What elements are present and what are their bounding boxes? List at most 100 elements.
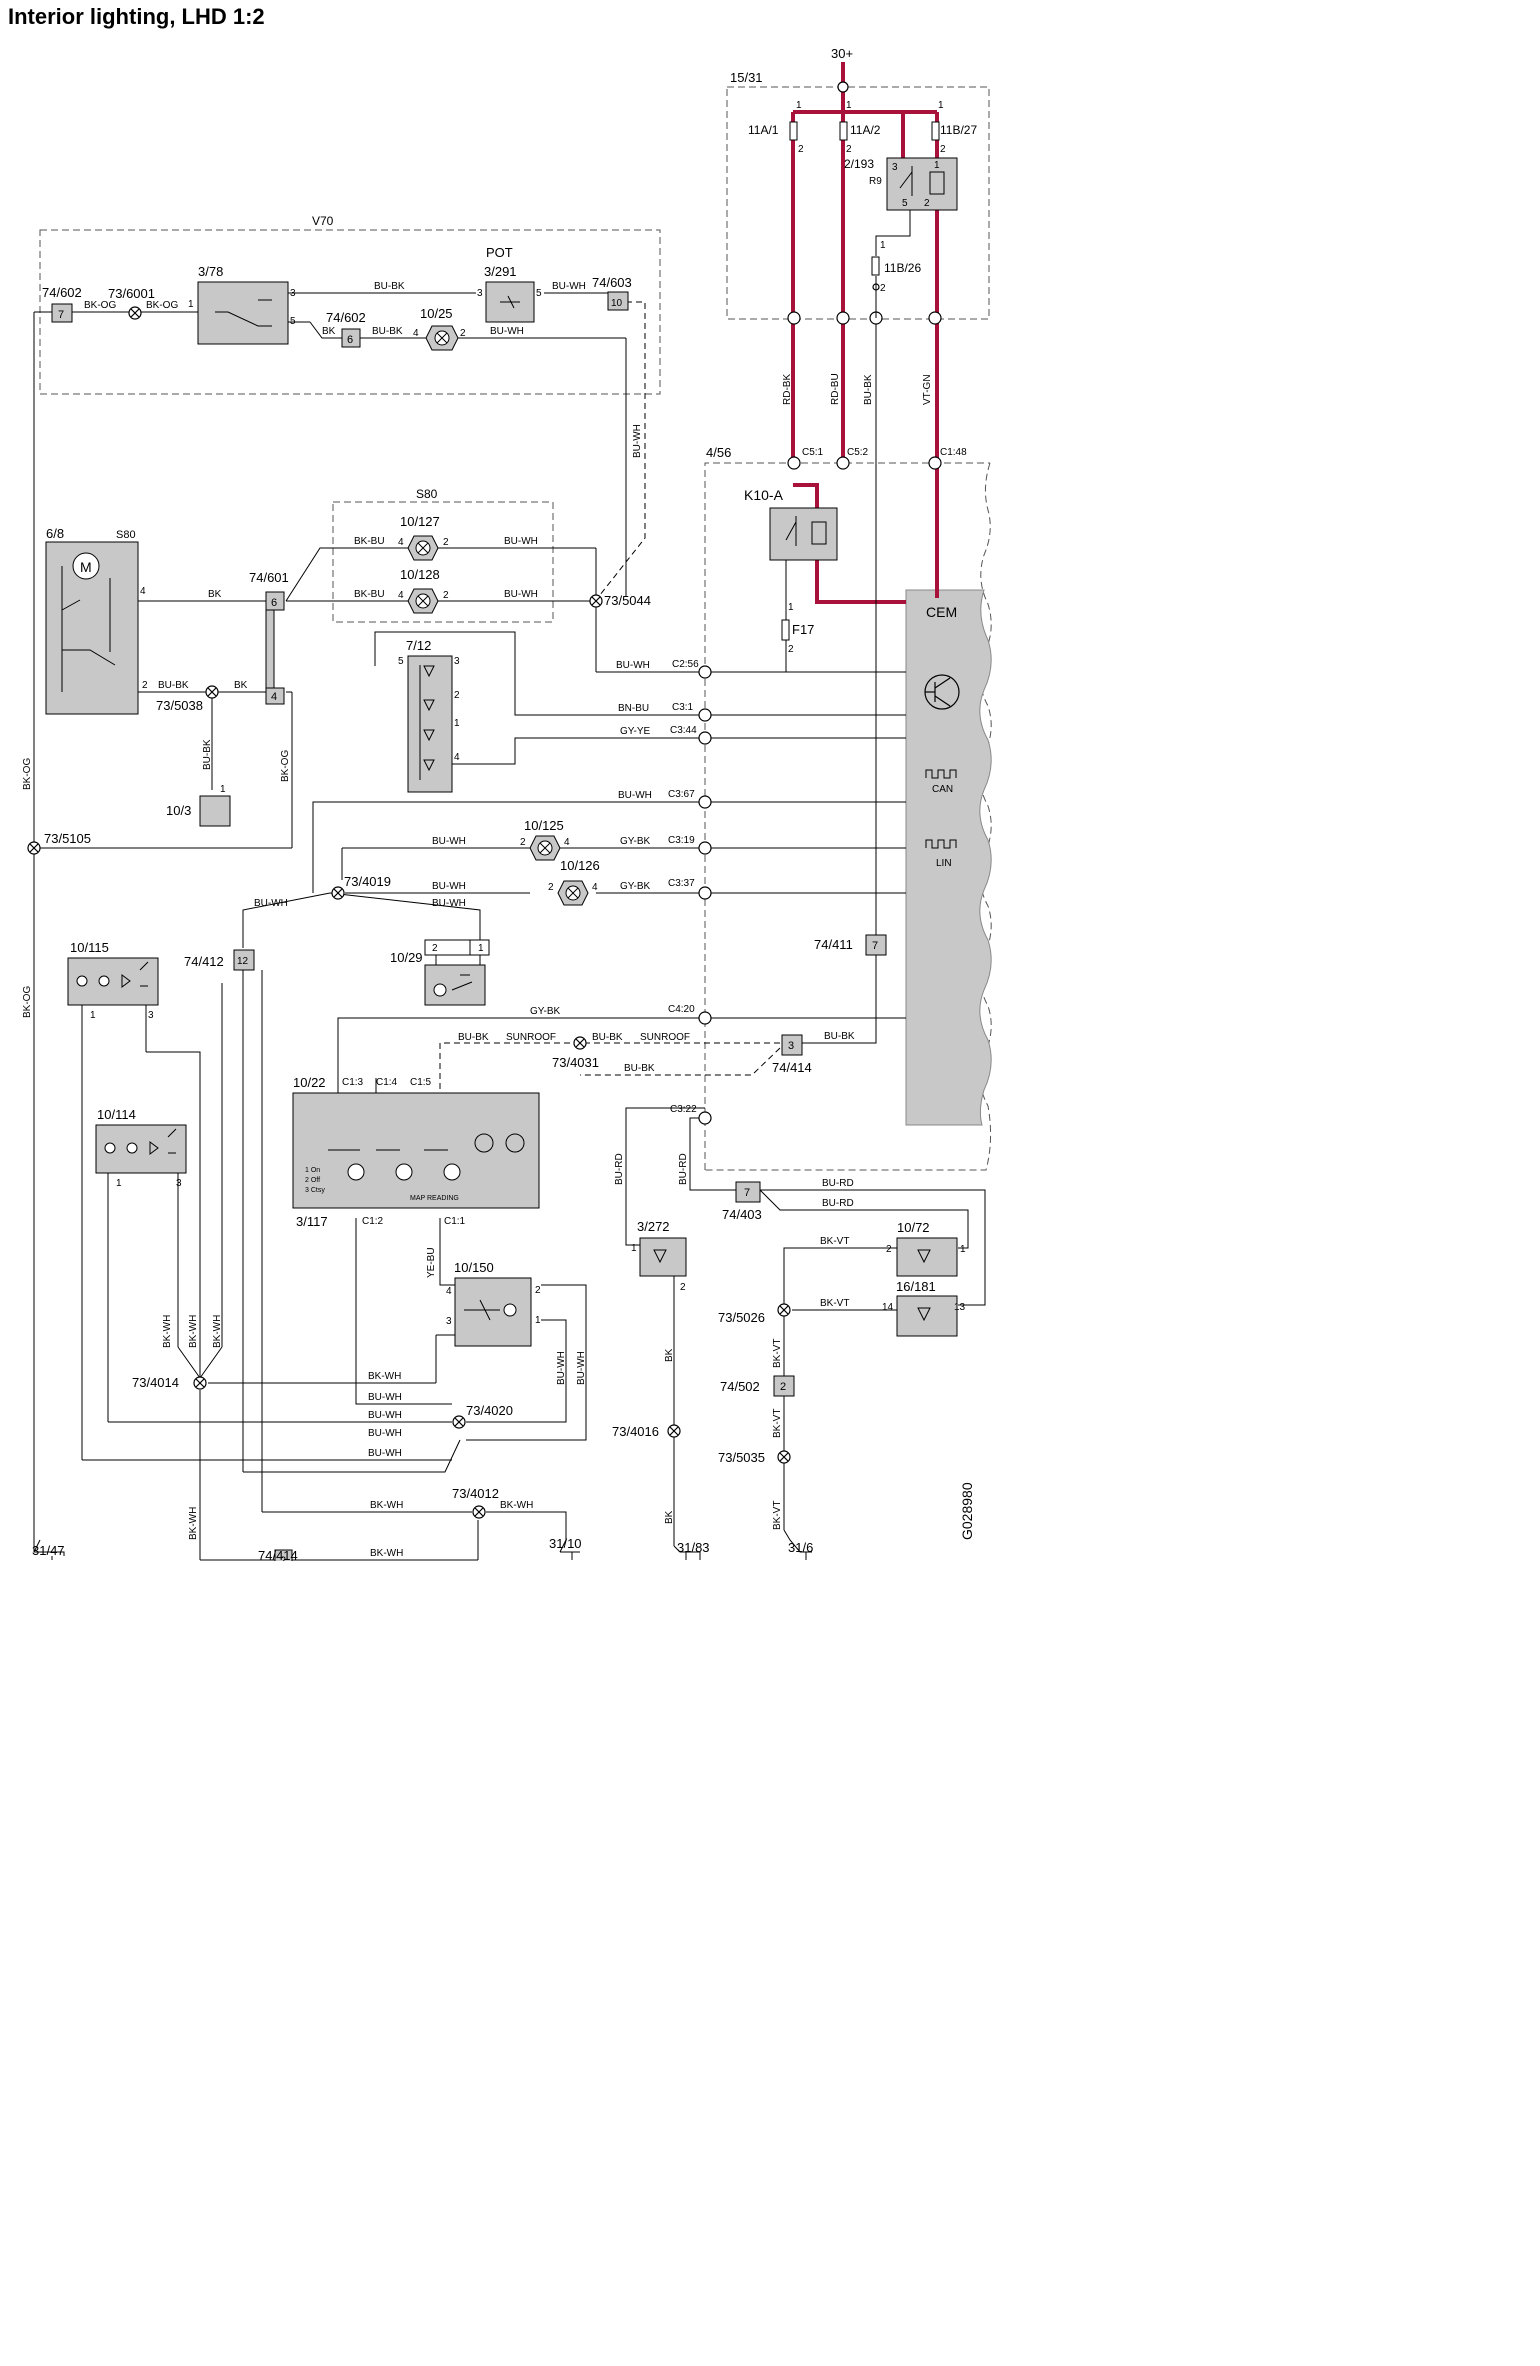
connector-74-602-b-pin: 6: [347, 334, 353, 346]
console-3-117-label: 3/117: [296, 1214, 328, 1229]
connector-74-411-label: 74/411: [814, 937, 853, 952]
wire-label: BK-WH: [370, 1500, 403, 1511]
wire-label: BU-BK: [824, 1031, 855, 1042]
splice-73-6001: [128, 306, 142, 320]
wire-label: BU-BK: [458, 1032, 489, 1043]
wire-label: BU-BK: [863, 374, 874, 405]
cem-pin-c3-67: C3:67: [668, 789, 695, 800]
pin-number: 4: [398, 537, 404, 548]
cem-pin-c1-48: C1:48: [940, 447, 967, 458]
pin-number: 1: [846, 100, 852, 111]
wire-label: BU-RD: [614, 1153, 625, 1185]
wire-label: BU-WH: [556, 1351, 567, 1385]
wire-label: BK-VT: [772, 1339, 783, 1368]
diagram-title: Interior lighting, LHD 1:2: [8, 4, 265, 29]
wire-label: BU-RD: [822, 1198, 854, 1209]
connector-74-601-pin-6: 6: [271, 597, 277, 609]
console-pin-c1-2: C1:2: [362, 1216, 384, 1227]
fuse-11b26: [871, 256, 880, 276]
pin-number: 1: [934, 160, 940, 171]
potentiometer-3-291: [485, 281, 535, 323]
pin-number: 1: [90, 1010, 96, 1021]
wire-label: BK-OG: [22, 758, 33, 790]
splice-73-4031-label: 73/4031: [552, 1055, 599, 1070]
splice-73-6001-label: 73/6001: [108, 286, 155, 301]
connector-74-403-pin: 7: [744, 1187, 750, 1199]
wire-label: BU-WH: [368, 1410, 402, 1421]
pin-number: 5: [902, 198, 908, 209]
wire-label: BK: [664, 1510, 675, 1524]
pin-number: 3: [176, 1178, 182, 1189]
connector-74-603-pin: 10: [611, 298, 623, 309]
lamp-10-126-label: 10/126: [560, 858, 600, 873]
ground-31-83-label: 31/83: [677, 1540, 710, 1555]
wiring-diagram-page: Interior lighting, LHD 1:2 V70 S80 15/31…: [0, 0, 1016, 1561]
pin-number: 2: [798, 144, 804, 155]
wire-label: BK-OG: [146, 300, 178, 311]
connector-74-502-pin: 2: [780, 1381, 786, 1393]
splice-73-5035: [777, 1450, 791, 1464]
fuse-11b27-label: 11B/27: [940, 123, 977, 137]
wire-label: BU-WH: [432, 898, 466, 909]
splice-73-4014-label: 73/4014: [132, 1375, 179, 1390]
fuse-11a1-label: 11A/1: [748, 123, 779, 137]
wire-label: BU-BK: [372, 326, 403, 337]
wire-label: BU-WH: [504, 536, 538, 547]
led-3-272-label: 3/272: [637, 1219, 670, 1234]
fuse-f17: [781, 619, 790, 641]
lamp-10-125-label: 10/125: [524, 818, 564, 833]
cem-pin-c3-19: C3:19: [668, 835, 695, 846]
r9-output-wire: [875, 210, 911, 256]
wire-label: BU-WH: [368, 1392, 402, 1403]
overhead-console-3-117: [292, 1092, 540, 1209]
connector-74-414-a-pin: 3: [788, 1040, 794, 1052]
wire-label: BU-WH: [632, 424, 643, 458]
pin-number: 2: [924, 198, 930, 209]
vertical-wire-labels: RD-BK RD-BU BU-BK VT-GN BU-WH BU-BK BK-O…: [22, 373, 933, 1540]
lamp-10-25-label: 10/25: [420, 306, 453, 321]
console-ctsy-label: 3 Ctsy: [305, 1187, 325, 1194]
console-pin-c1-3: C1:3: [342, 1077, 364, 1088]
led-3-272: [639, 1237, 687, 1277]
pin-number: 3: [148, 1010, 154, 1021]
cem-box-label: 4/56: [706, 445, 731, 460]
motor-unit-6-8: [45, 541, 139, 715]
splice-73-5044-label: 73/5044: [604, 593, 651, 608]
connector-74-603-label: 74/603: [592, 275, 632, 290]
lamp-10-128: [407, 588, 439, 614]
splice-73-4016-label: 73/4016: [612, 1424, 659, 1439]
wire-label: BU-BK: [592, 1032, 623, 1043]
wire-label: BK-WH: [188, 1315, 199, 1348]
pin-number: 5: [398, 656, 404, 667]
pin-number: 5: [290, 316, 296, 327]
switch-lamp-10-150-label: 10/150: [454, 1260, 494, 1275]
pin-number: 4: [446, 1286, 452, 1297]
connector-74-412-label: 74/412: [184, 954, 224, 969]
lamp-unit-10-114-label: 10/114: [97, 1107, 136, 1122]
pin-number: 2: [443, 590, 449, 601]
wire-label: BU-WH: [254, 898, 288, 909]
ground-31-10-label: 31/10: [549, 1536, 582, 1551]
connector-74-602-a-label: 74/602: [42, 285, 82, 300]
console-10-22-label: 10/22: [293, 1075, 326, 1090]
cem-pin-c5-2: C5:2: [847, 447, 869, 458]
wire-label: BU-WH: [552, 281, 586, 292]
pin-number: 3: [892, 162, 898, 173]
pin-number: 13: [954, 1302, 966, 1313]
pin-number: 2: [443, 537, 449, 548]
pin-numbers: 1 1 1 2 2 2 3 1 5 2 1 2 1 3 5 3 5 4 2 4 …: [90, 100, 966, 1327]
pin-number: 2: [788, 644, 794, 655]
ground-31-47-label: 31/47: [32, 1543, 65, 1558]
wire-label: BN-BU: [618, 703, 649, 714]
pin-number: 2: [680, 1282, 686, 1293]
component-10-3: [199, 795, 231, 827]
connector-74-502: [773, 1375, 795, 1397]
potentiometer-pot-label: POT: [486, 245, 513, 260]
relay-r9-label: R9: [869, 176, 882, 187]
lamp-10-127-label: 10/127: [400, 514, 440, 529]
connector-74-602-a-pin: 7: [58, 309, 64, 321]
pin-number: 3: [446, 1316, 452, 1327]
wire-label: BU-WH: [576, 1351, 587, 1385]
wire-label: BK-OG: [280, 750, 291, 782]
wire-label: BK-WH: [370, 1548, 403, 1559]
